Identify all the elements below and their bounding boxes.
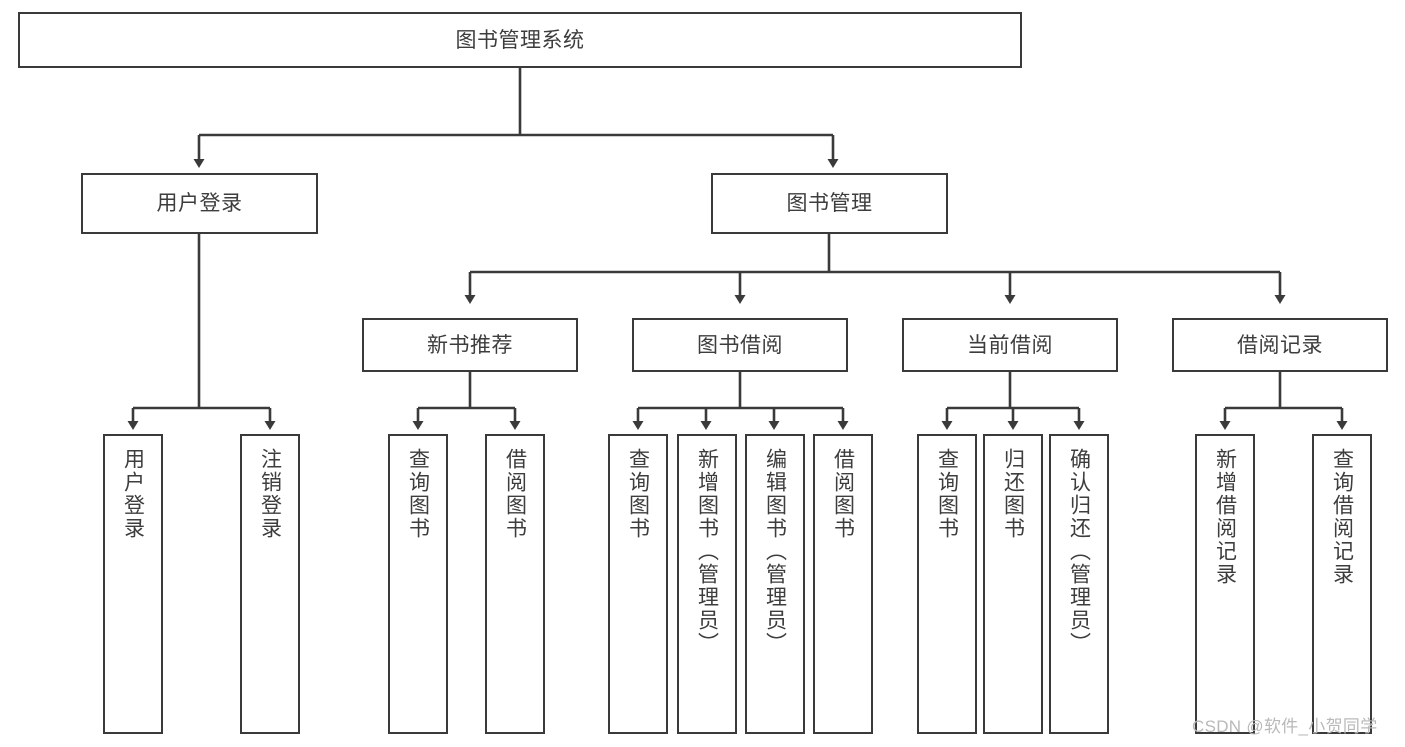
node-current-borrow[interactable]: 当前借阅: [902, 318, 1118, 372]
node-user-login[interactable]: 用户登录: [81, 173, 318, 234]
node-leaf-add-borrow-record[interactable]: 新增借阅记录: [1195, 434, 1255, 734]
node-leaf-query-borrow-record-label: 查询借阅记录: [1330, 448, 1354, 586]
node-leaf-edit-book-admin-label: 编辑图书（管理员）: [763, 448, 787, 655]
node-leaf-edit-book-admin[interactable]: 编辑图书（管理员）: [745, 434, 805, 734]
node-leaf-borrow-query-book[interactable]: 查询图书: [608, 434, 668, 734]
node-leaf-add-book-admin[interactable]: 新增图书（管理员）: [677, 434, 737, 734]
node-user-login-label: 用户登录: [156, 192, 243, 215]
node-new-book-recommend[interactable]: 新书推荐: [362, 318, 578, 372]
node-leaf-return-book[interactable]: 归还图书: [983, 434, 1043, 734]
node-book-borrow[interactable]: 图书借阅: [632, 318, 848, 372]
node-book-management-label: 图书管理: [786, 192, 873, 215]
node-root[interactable]: 图书管理系统: [18, 12, 1022, 68]
node-leaf-recommend-borrow-book[interactable]: 借阅图书: [485, 434, 545, 734]
node-leaf-borrow-book-label: 借阅图书: [831, 448, 855, 540]
node-new-book-recommend-label: 新书推荐: [427, 333, 513, 357]
node-leaf-recommend-query-book[interactable]: 查询图书: [388, 434, 448, 734]
node-leaf-logout[interactable]: 注销登录: [240, 434, 300, 734]
node-current-borrow-label: 当前借阅: [967, 333, 1053, 357]
node-borrow-record[interactable]: 借阅记录: [1172, 318, 1388, 372]
node-leaf-user-login-label: 用户登录: [121, 448, 145, 540]
node-leaf-confirm-return-admin[interactable]: 确认归还（管理员）: [1049, 434, 1109, 734]
watermark-text: CSDN @软件_小贺同学: [1192, 717, 1378, 736]
node-leaf-add-book-admin-label: 新增图书（管理员）: [695, 448, 719, 655]
node-leaf-current-query-book[interactable]: 查询图书: [917, 434, 977, 734]
node-leaf-query-borrow-record[interactable]: 查询借阅记录: [1312, 434, 1372, 734]
node-leaf-confirm-return-admin-label: 确认归还（管理员）: [1067, 448, 1091, 655]
node-leaf-recommend-query-book-label: 查询图书: [406, 448, 430, 540]
node-borrow-record-label: 借阅记录: [1237, 333, 1323, 357]
node-leaf-user-login[interactable]: 用户登录: [103, 434, 163, 734]
node-leaf-add-borrow-record-label: 新增借阅记录: [1213, 448, 1237, 586]
node-book-management[interactable]: 图书管理: [711, 173, 948, 234]
node-leaf-current-query-book-label: 查询图书: [935, 448, 959, 540]
node-root-label: 图书管理系统: [455, 28, 585, 52]
node-leaf-return-book-label: 归还图书: [1001, 448, 1025, 540]
node-book-borrow-label: 图书借阅: [697, 333, 783, 357]
node-leaf-logout-label: 注销登录: [258, 448, 282, 540]
node-leaf-borrow-book[interactable]: 借阅图书: [813, 434, 873, 734]
node-leaf-recommend-borrow-book-label: 借阅图书: [503, 448, 527, 540]
node-leaf-borrow-query-book-label: 查询图书: [626, 448, 650, 540]
